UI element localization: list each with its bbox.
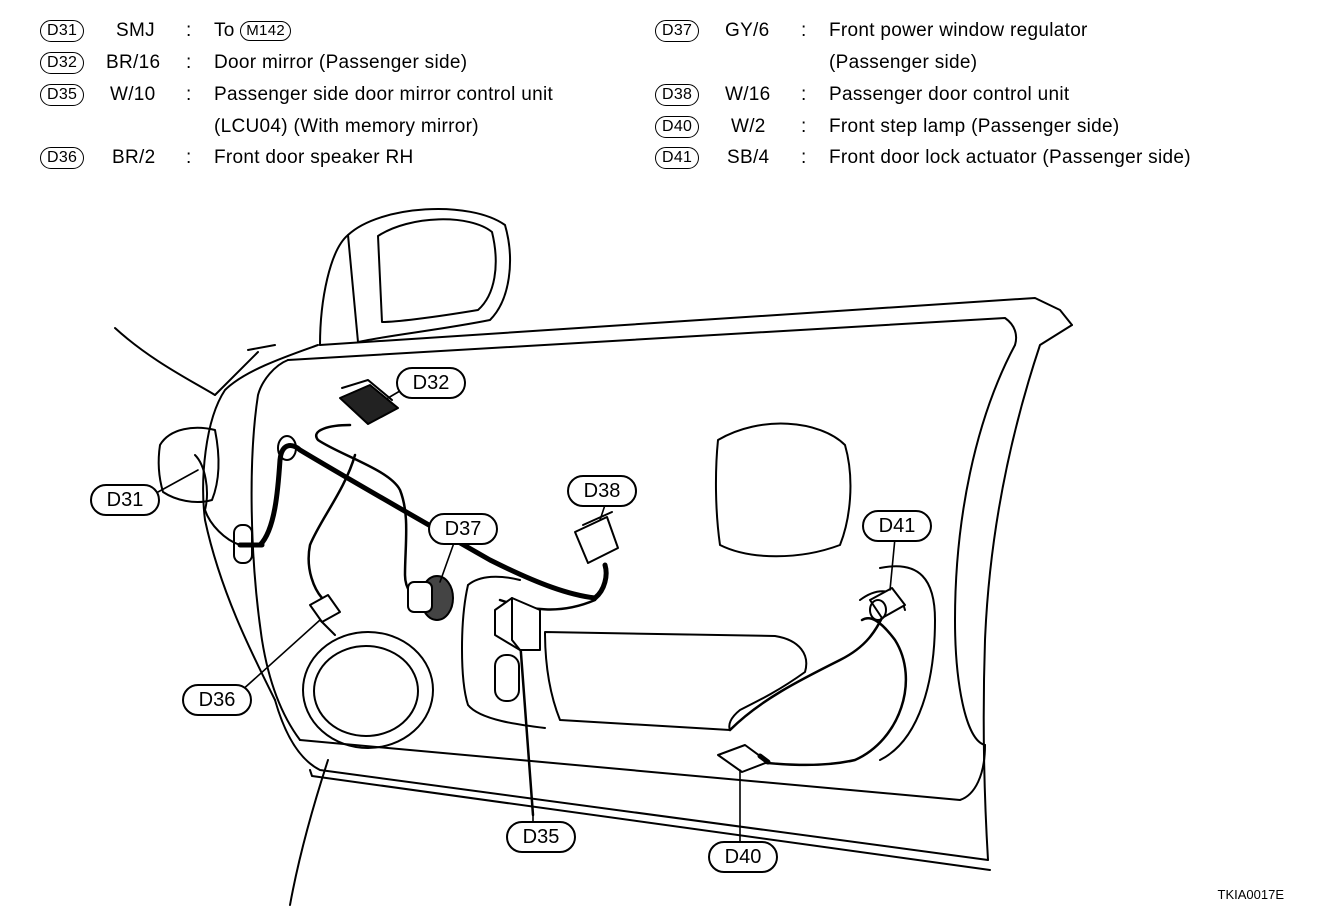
connector-d31-drawing bbox=[157, 426, 297, 564]
callout-d40: D40 bbox=[708, 841, 778, 873]
door-trim-panel bbox=[461, 422, 936, 761]
callout-d35: D35 bbox=[506, 821, 576, 853]
connector-spec: BR/2 bbox=[112, 147, 156, 168]
connector-d37-drawing bbox=[407, 575, 454, 621]
figure-id: TKIA0017E bbox=[1217, 887, 1285, 902]
connector-desc: To M142 bbox=[214, 18, 291, 44]
separator: : bbox=[186, 84, 192, 105]
connector-code-badge: D40 bbox=[655, 116, 700, 138]
separator: : bbox=[801, 116, 807, 137]
callout-d31: D31 bbox=[90, 484, 160, 516]
connector-spec: SMJ bbox=[116, 20, 155, 41]
connector-desc-continued: (Passenger side) bbox=[829, 52, 978, 73]
separator: : bbox=[801, 84, 807, 105]
connector-spec: W/16 bbox=[725, 84, 771, 105]
separator: : bbox=[801, 147, 807, 168]
connector-ref-badge: M142 bbox=[240, 20, 291, 41]
connector-desc: Door mirror (Passenger side) bbox=[214, 52, 468, 73]
connector-desc-text: To bbox=[214, 20, 235, 41]
callout-d38: D38 bbox=[567, 475, 637, 507]
callout-d32: D32 bbox=[396, 367, 466, 399]
callout-d36: D36 bbox=[182, 684, 252, 716]
connector-desc: Passenger door control unit bbox=[829, 84, 1070, 105]
connector-code-badge: D32 bbox=[40, 52, 85, 74]
connector-code-badge: D38 bbox=[655, 84, 700, 106]
connector-desc: Front step lamp (Passenger side) bbox=[829, 116, 1120, 137]
connector-spec: W/2 bbox=[731, 116, 766, 137]
connector-spec: SB/4 bbox=[727, 147, 770, 168]
connector-code-badge: D37 bbox=[655, 20, 700, 42]
connector-desc: Front door lock actuator (Passenger side… bbox=[829, 147, 1191, 168]
connector-code-badge: D31 bbox=[40, 20, 85, 42]
connector-desc: Front door speaker RH bbox=[214, 147, 414, 168]
connector-d36-drawing bbox=[309, 594, 341, 636]
callout-d37: D37 bbox=[428, 513, 498, 545]
wire-harness bbox=[237, 443, 609, 601]
speaker-drawing bbox=[302, 631, 434, 749]
connector-d41-drawing bbox=[869, 587, 906, 621]
connector-spec: W/10 bbox=[110, 84, 156, 105]
separator: : bbox=[186, 52, 192, 73]
connector-desc: Passenger side door mirror control unit bbox=[214, 84, 554, 105]
connector-d40-drawing bbox=[717, 744, 771, 773]
connector-d35-drawing bbox=[494, 597, 541, 651]
separator: : bbox=[186, 20, 192, 41]
callout-d41: D41 bbox=[862, 510, 932, 542]
separator: : bbox=[186, 147, 192, 168]
connector-desc: Front power window regulator bbox=[829, 20, 1088, 41]
connector-d32-drawing bbox=[339, 379, 399, 425]
connector-code-badge: D41 bbox=[655, 147, 700, 169]
door-outer-frame bbox=[114, 297, 1073, 906]
connector-d38-drawing bbox=[574, 511, 619, 564]
connector-spec: BR/16 bbox=[106, 52, 161, 73]
connector-spec: GY/6 bbox=[725, 20, 770, 41]
connector-code-badge: D35 bbox=[40, 84, 85, 106]
connector-desc-continued: (LCU04) (With memory mirror) bbox=[214, 116, 479, 137]
door-mirror-drawing bbox=[319, 207, 511, 346]
branch-wires bbox=[307, 423, 908, 817]
separator: : bbox=[801, 20, 807, 41]
connector-code-badge: D36 bbox=[40, 147, 85, 169]
